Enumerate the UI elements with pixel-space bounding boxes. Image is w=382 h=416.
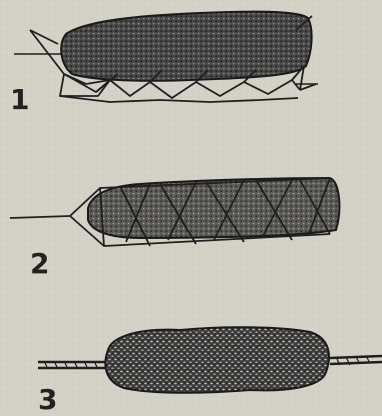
- figure-2-number: 2: [30, 250, 49, 278]
- figure-3: 3: [0, 310, 382, 414]
- figure-1: 1: [0, 0, 382, 120]
- figure-1-drawing: [0, 0, 382, 120]
- figure-1-roll: [61, 12, 311, 81]
- figure-2-drawing: [0, 150, 382, 280]
- figure-3-bundle: [105, 327, 329, 393]
- figure-3-number: 3: [38, 386, 57, 414]
- figure-2: 2: [0, 150, 382, 280]
- figure-1-number: 1: [10, 86, 29, 114]
